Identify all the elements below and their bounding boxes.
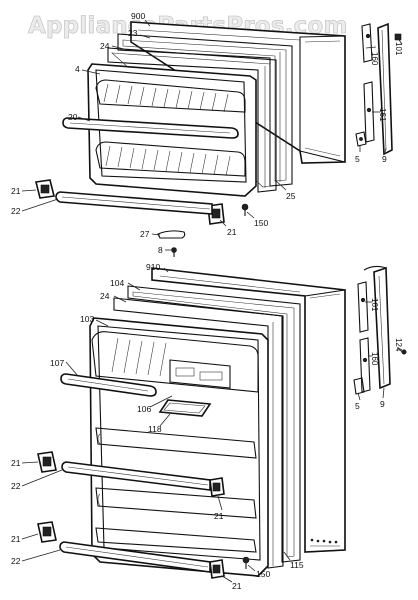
label-24-top: 24 bbox=[100, 41, 110, 51]
label-161-bottom: 161 bbox=[370, 298, 379, 312]
label-103: 103 bbox=[80, 314, 94, 324]
label-161-top: 161 bbox=[378, 108, 387, 122]
label-22-top: 22 bbox=[11, 206, 21, 216]
label-4: 4 bbox=[75, 64, 80, 74]
label-8: 8 bbox=[158, 245, 163, 255]
fresh-food-door-gasket bbox=[127, 285, 301, 563]
label-150-bottom: 150 bbox=[256, 569, 270, 579]
label-21-top-right: 21 bbox=[227, 227, 237, 237]
fresh-food-end-cap-b bbox=[209, 477, 225, 497]
label-5-bottom: 5 bbox=[355, 401, 360, 411]
label-104: 104 bbox=[110, 278, 124, 288]
label-9-bottom: 9 bbox=[380, 399, 385, 409]
label-22-bottom-b: 22 bbox=[11, 556, 21, 566]
label-910: 910 bbox=[146, 262, 160, 272]
freezer-hinge-9 bbox=[377, 22, 393, 156]
freezer-shelf-bar bbox=[62, 117, 239, 139]
freezer-hinge-5 bbox=[355, 131, 367, 147]
fresh-food-door-assembly bbox=[37, 265, 407, 579]
fresh-food-outer-door-panel bbox=[151, 267, 346, 553]
fresh-food-inner-liner bbox=[113, 297, 284, 569]
label-107: 107 bbox=[50, 358, 64, 368]
part-27-clip bbox=[157, 230, 186, 239]
label-160-bottom: 160 bbox=[370, 352, 379, 366]
label-124: 124 bbox=[394, 338, 403, 352]
label-25: 25 bbox=[286, 191, 296, 201]
fresh-food-bar-107 bbox=[60, 373, 157, 397]
fresh-food-bar-22-b bbox=[59, 541, 211, 573]
freezer-screw-101 bbox=[394, 33, 402, 41]
part-8-screw bbox=[171, 247, 177, 257]
label-106: 106 bbox=[137, 404, 151, 414]
fresh-food-bar-22-a bbox=[61, 461, 211, 491]
fresh-food-hinge-5 bbox=[353, 377, 365, 395]
label-22-bottom-a: 22 bbox=[11, 481, 21, 491]
fresh-food-tray-118 bbox=[158, 399, 212, 417]
label-101: 101 bbox=[394, 42, 403, 56]
fresh-food-hinge-9 bbox=[363, 265, 391, 390]
label-24-bottom: 24 bbox=[100, 291, 110, 301]
freezer-door-assembly bbox=[35, 21, 402, 257]
fresh-food-screw-150 bbox=[242, 556, 250, 569]
freezer-bar-end-cap-left bbox=[35, 179, 55, 199]
label-150-top: 150 bbox=[254, 218, 268, 228]
label-23: 23 bbox=[128, 28, 138, 38]
label-118: 118 bbox=[148, 424, 162, 434]
fresh-food-door-liner bbox=[89, 317, 269, 577]
fresh-food-end-cap-c bbox=[37, 521, 57, 543]
label-20: 20 bbox=[68, 112, 78, 122]
label-160-top: 160 bbox=[370, 52, 379, 66]
label-5-top: 5 bbox=[355, 154, 360, 164]
label-21-bottom-d: 21 bbox=[232, 581, 242, 591]
label-9-top: 9 bbox=[382, 154, 387, 164]
freezer-hinge-161 bbox=[361, 23, 375, 143]
label-21-bottom-a: 21 bbox=[11, 458, 21, 468]
freezer-screw-150 bbox=[241, 203, 249, 216]
label-900: 900 bbox=[131, 11, 145, 21]
label-21-bottom-c: 21 bbox=[11, 534, 21, 544]
fresh-food-end-cap-d bbox=[209, 559, 225, 579]
fresh-food-hinge-160 bbox=[359, 337, 371, 393]
part-labels: 900 23 24 4 20 21 22 21 25 150 27 8 160 … bbox=[11, 11, 403, 591]
label-115: 115 bbox=[290, 560, 304, 570]
leader-lines bbox=[21, 19, 403, 583]
fresh-food-end-cap-a bbox=[37, 451, 57, 473]
fresh-food-hinge-161 bbox=[357, 281, 369, 333]
label-27: 27 bbox=[140, 229, 150, 239]
freezer-lower-bar bbox=[55, 191, 213, 215]
label-21-top-left: 21 bbox=[11, 186, 21, 196]
label-21-bottom-b: 21 bbox=[214, 511, 224, 521]
